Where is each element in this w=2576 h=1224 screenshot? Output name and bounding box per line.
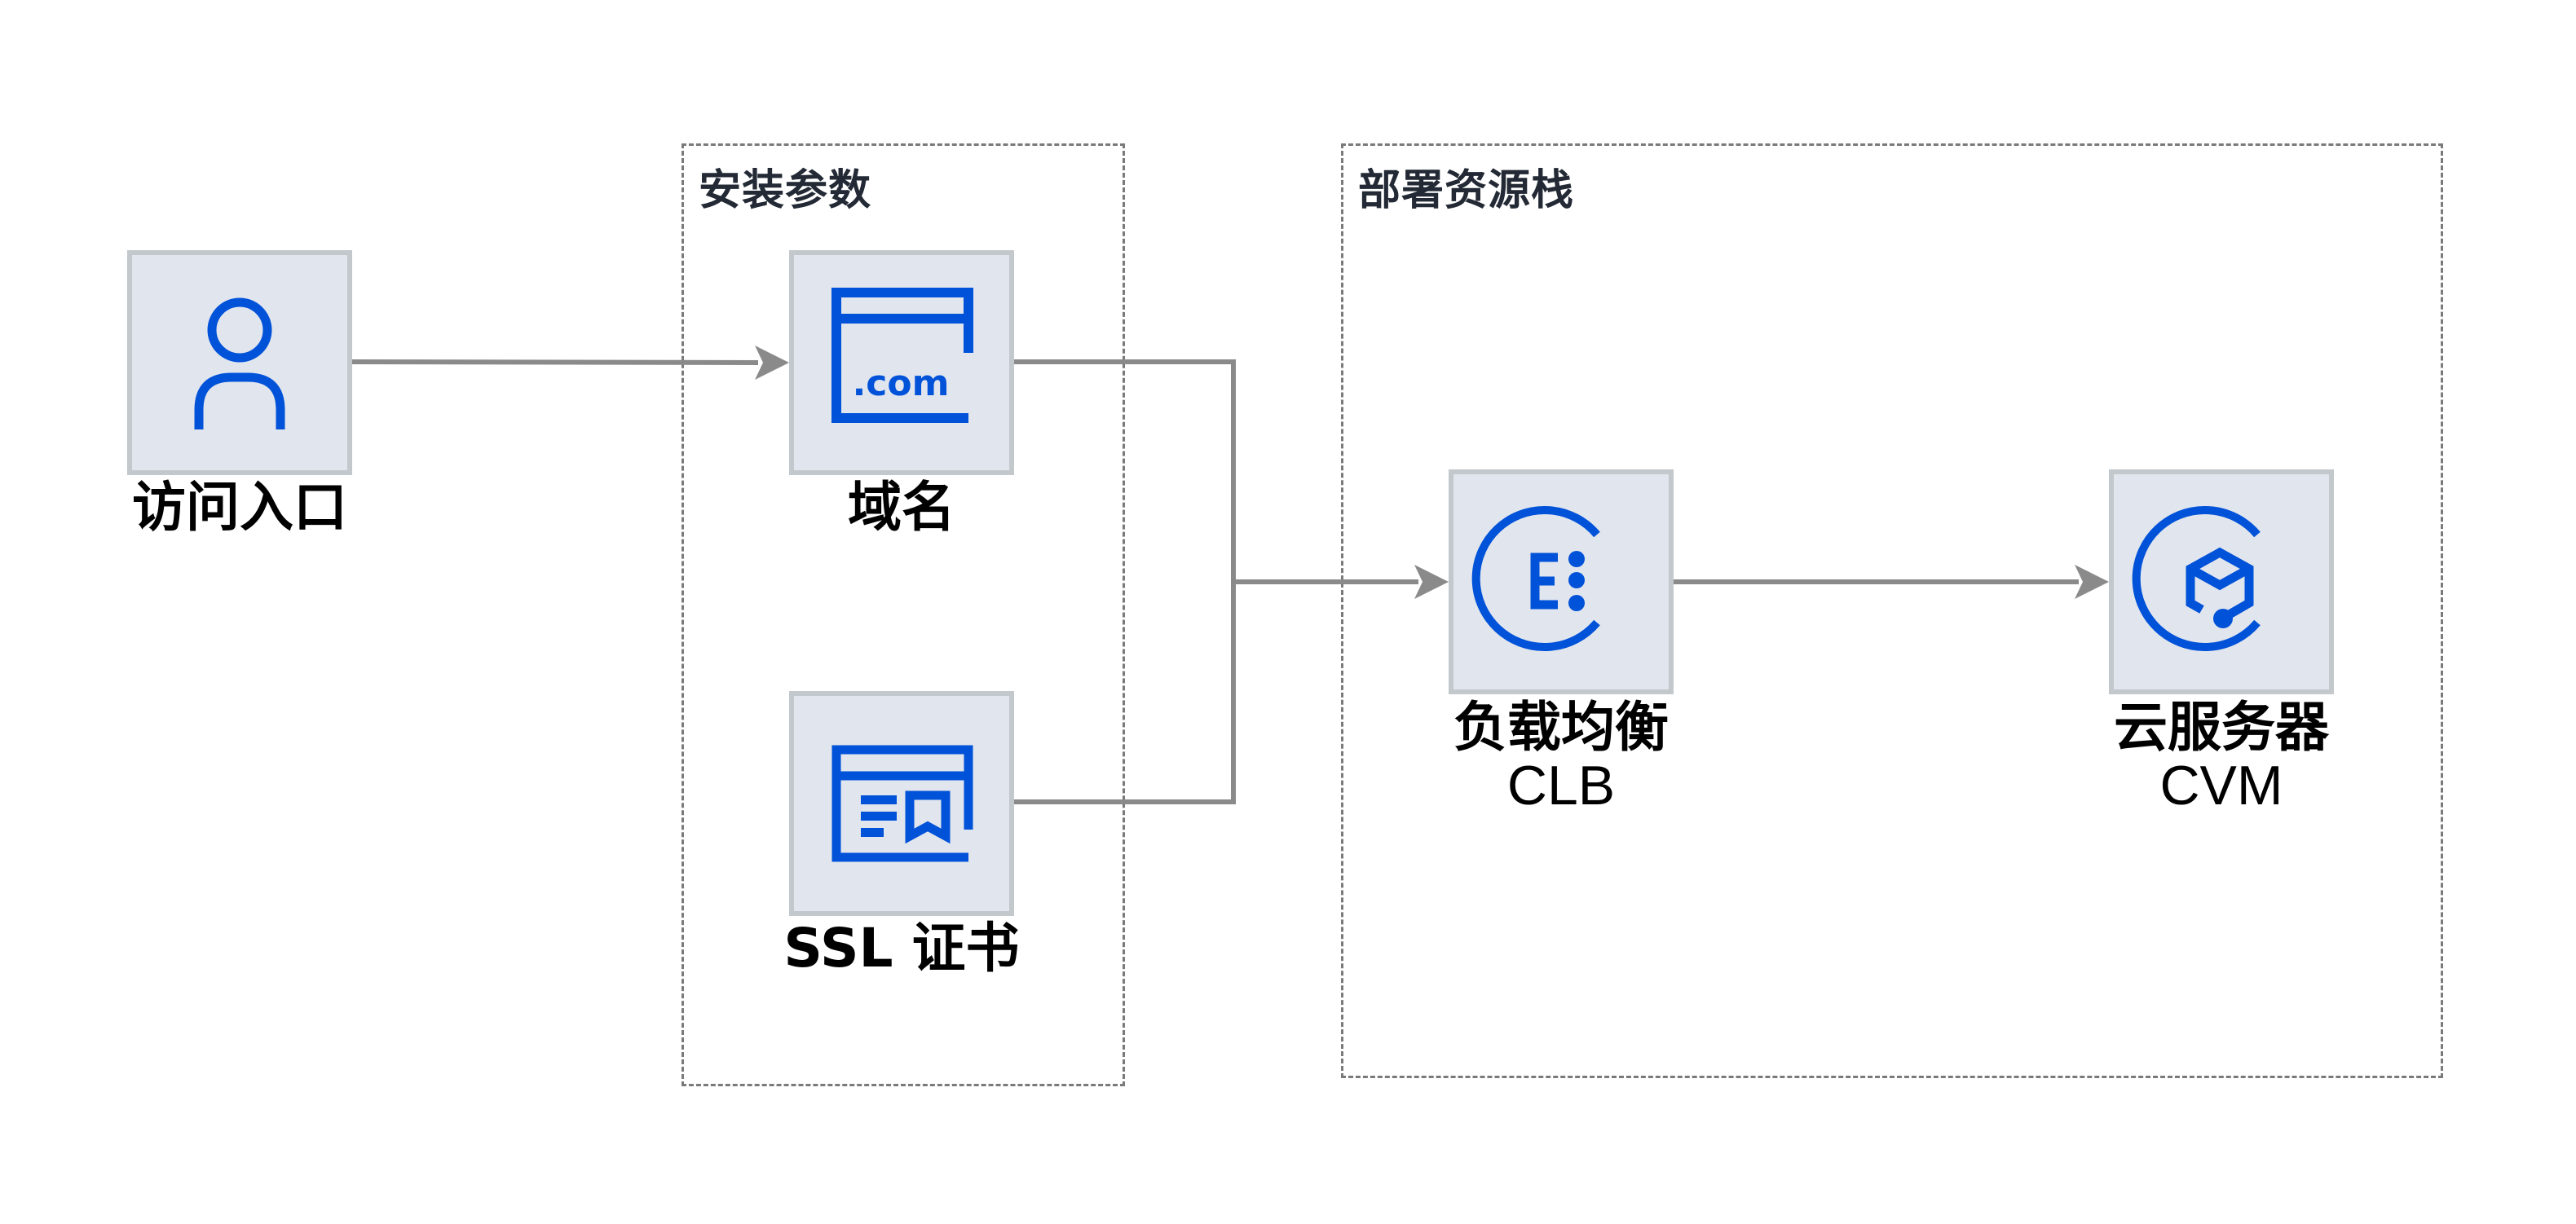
label-text: 云服务器 <box>2114 696 2329 759</box>
label-subtext: CLB <box>1506 755 1616 817</box>
node-ssl-certificate[interactable] <box>789 691 1014 916</box>
group-title-install-params: 安装参数 <box>699 166 872 215</box>
user-icon <box>194 297 285 429</box>
node-label-access-entry: 访问入口 <box>36 479 443 536</box>
ssl-certificate-icon <box>831 745 973 862</box>
node-label-cloud-server: 云服务器 CVM <box>2018 696 2425 817</box>
label-text: 域名 <box>848 476 955 539</box>
node-domain[interactable]: .com <box>789 250 1014 475</box>
icon-text: .com <box>853 363 950 404</box>
label-text: SSL 证书 <box>783 917 1020 980</box>
node-label-ssl-certificate: SSL 证书 <box>698 920 1105 977</box>
node-load-balancer-clb[interactable] <box>1449 469 1674 694</box>
group-title-deploy-stack: 部署资源栈 <box>1358 166 1575 215</box>
node-cloud-server-cvm[interactable] <box>2109 469 2334 694</box>
domain-dotcom-icon: .com <box>831 288 973 423</box>
node-access-entry[interactable] <box>127 250 352 475</box>
node-label-load-balancer: 负载均衡 CLB <box>1357 696 1765 817</box>
load-balancer-icon <box>1471 506 1600 651</box>
label-subtext: CVM <box>2159 755 2283 817</box>
group-deploy-stack: 部署资源栈 <box>1341 143 2443 1078</box>
label-text: 负载均衡 <box>1453 696 1669 759</box>
cloud-server-icon <box>2132 506 2261 651</box>
node-label-domain: 域名 <box>698 479 1105 536</box>
label-text: 访问入口 <box>132 476 347 539</box>
